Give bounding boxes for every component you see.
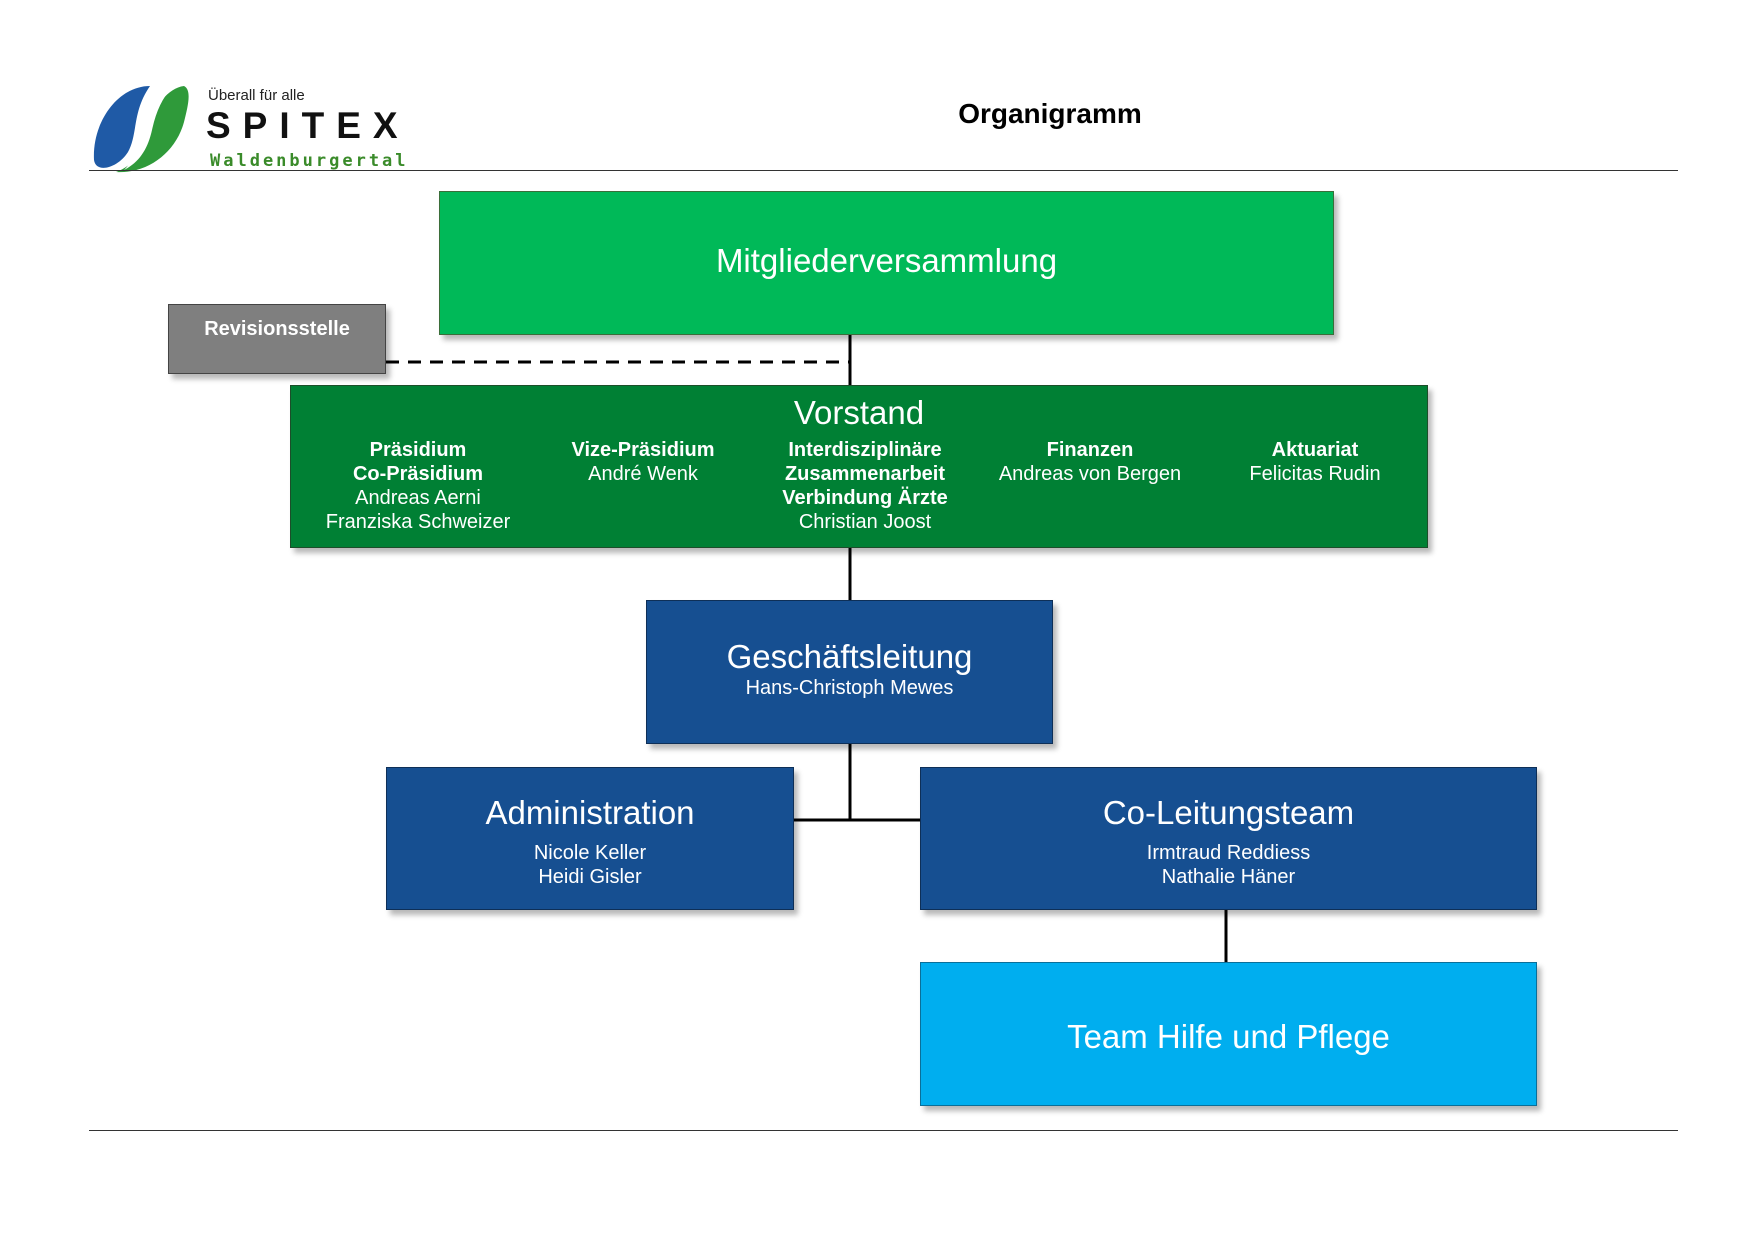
geschaeftsleitung-member: Hans-Christoph Mewes [745,677,954,699]
role-title-line: Präsidium [369,439,467,461]
box-mitgliederversammlung: Mitgliederversammlung [439,191,1334,335]
role-member: Felicitas Rudin [1249,463,1381,485]
team-title: Team Hilfe und Pflege [1067,1018,1390,1055]
logo-region: Waldenburgertal [210,151,409,171]
co-leitungsteam-member: Irmtraud Reddiess [1146,842,1311,864]
logo-brand: SPITEX [206,105,410,146]
box-team-hilfe-und-pflege: Team Hilfe und Pflege [920,962,1537,1106]
role-title-line: Zusammenarbeit [784,463,946,485]
administration-member: Heidi Gisler [538,866,642,888]
vorstand-role-praesidium: Präsidium Co-Präsidium Andreas Aerni Fra… [303,438,533,534]
logo-tagline: Überall für alle [208,87,305,104]
box-vorstand: Vorstand Präsidium Co-Präsidium Andreas … [290,385,1428,548]
role-member: André Wenk [588,463,698,485]
role-title-line: Vize-Präsidium [571,439,715,461]
box-revisionsstelle: Revisionsstelle [168,304,386,374]
co-leitungsteam-title: Co-Leitungsteam [1102,794,1355,831]
role-title-line: Interdisziplinäre [788,439,942,461]
spitex-logo [88,82,398,174]
vorstand-title: Vorstand [793,394,925,431]
mitgliederversammlung-title: Mitgliederversammlung [715,242,1058,279]
box-co-leitungsteam: Co-Leitungsteam Irmtraud Reddiess Nathal… [920,767,1537,910]
role-member: Andreas von Bergen [998,463,1182,485]
box-administration: Administration Nicole Keller Heidi Gisle… [386,767,794,910]
co-leitungsteam-member: Nathalie Häner [1161,866,1296,888]
role-member: Christian Joost [798,511,932,533]
geschaeftsleitung-title: Geschäftsleitung [726,638,973,675]
administration-title: Administration [485,794,695,831]
spitex-logo-swoosh-icon [93,86,189,173]
role-title-line: Aktuariat [1271,439,1359,461]
role-title-line: Co-Präsidium [352,463,484,485]
vorstand-role-interdisziplinaer: Interdisziplinäre Zusammenarbeit Verbind… [750,438,980,534]
vorstand-role-finanzen: Finanzen Andreas von Bergen [975,438,1205,486]
vorstand-role-vize-praesidium: Vize-Präsidium André Wenk [528,438,758,486]
header-divider [89,170,1678,171]
page-title: Organigramm [958,98,1142,129]
role-title-line: Finanzen [1046,439,1134,461]
role-member: Andreas Aerni [355,487,481,509]
vorstand-role-aktuariat: Aktuariat Felicitas Rudin [1200,438,1430,486]
role-title-line: Verbindung Ärzte [782,487,948,509]
administration-member: Nicole Keller [533,842,647,864]
box-geschaeftsleitung: Geschäftsleitung Hans-Christoph Mewes [646,600,1053,744]
revisionsstelle-title: Revisionsstelle [204,318,350,340]
role-member: Franziska Schweizer [325,511,511,533]
footer-divider [89,1130,1678,1131]
